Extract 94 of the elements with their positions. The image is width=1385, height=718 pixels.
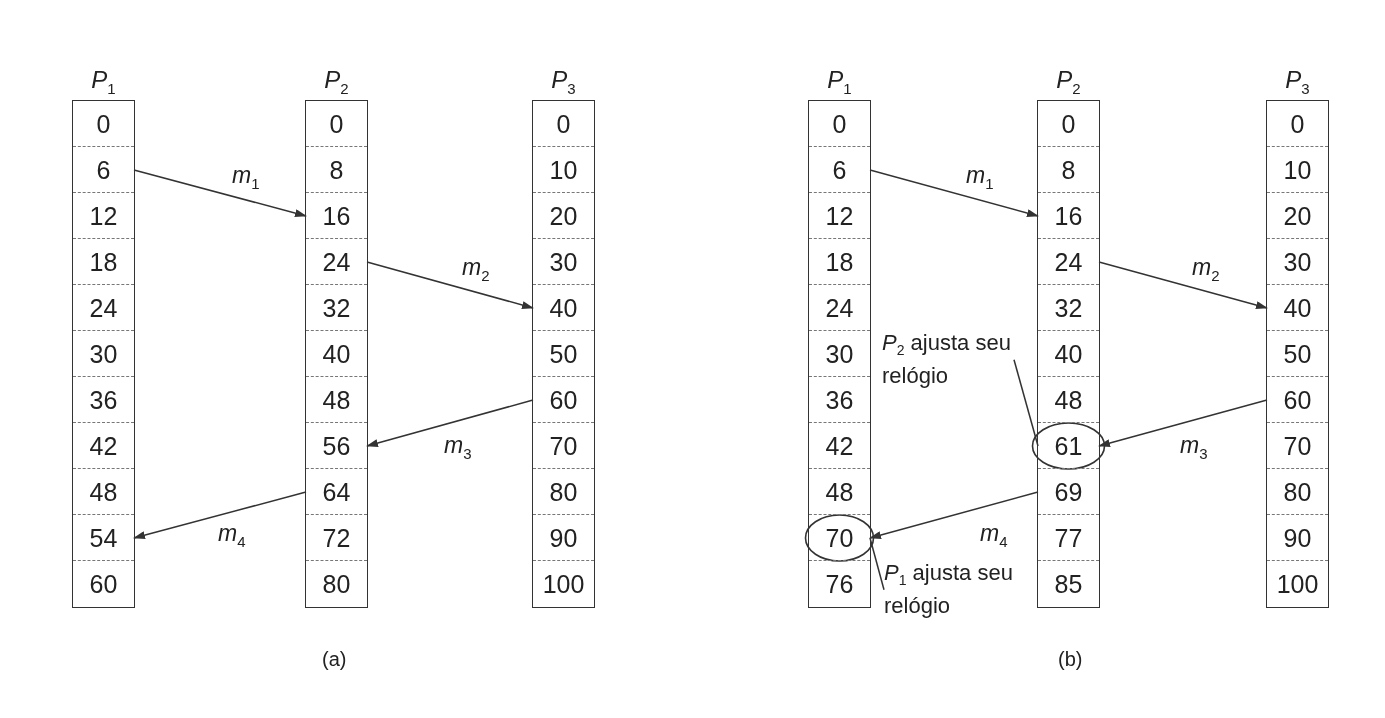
clock-value: 20 [1267, 193, 1328, 239]
clock-value: 100 [1267, 561, 1328, 607]
clock-value: 32 [306, 285, 367, 331]
clock-value: 10 [533, 147, 594, 193]
process-label: P$_{1}$ [826, 65, 853, 99]
clock-value: 30 [533, 239, 594, 285]
clock-value: 61 [1038, 423, 1099, 469]
message-arrow [133, 491, 307, 539]
clock-value: 10 [1267, 147, 1328, 193]
edge-label: m$_{4}$ [980, 520, 1008, 550]
clock-value: 18 [809, 239, 870, 285]
clock-value: 48 [306, 377, 367, 423]
clock-value: 0 [1267, 101, 1328, 147]
clock-value: 16 [1038, 193, 1099, 239]
process-label: P$_{2}$ [323, 65, 350, 99]
clock-value: 12 [809, 193, 870, 239]
clock-value: 12 [73, 193, 134, 239]
message-arrow [366, 261, 534, 309]
clock-value: 72 [306, 515, 367, 561]
clock-value: 56 [306, 423, 367, 469]
annotation-text: P$_{1}$ ajusta seu relógio [884, 560, 1016, 620]
clock-value: 24 [306, 239, 367, 285]
panel-caption: (b) [1058, 648, 1083, 671]
clock-value: 50 [1267, 331, 1328, 377]
clock-value: 32 [1038, 285, 1099, 331]
clock-value: 36 [73, 377, 134, 423]
clock-value: 54 [73, 515, 134, 561]
clock-value: 70 [809, 515, 870, 561]
clock-value: 16 [306, 193, 367, 239]
clock-value: 30 [809, 331, 870, 377]
clock-value: 60 [1267, 377, 1328, 423]
clock-value: 42 [73, 423, 134, 469]
clock-value: 24 [1038, 239, 1099, 285]
clock-value: 6 [809, 147, 870, 193]
clock-value: 80 [306, 561, 367, 607]
message-arrow [869, 491, 1039, 539]
clock-value: 90 [533, 515, 594, 561]
clock-value: 60 [73, 561, 134, 607]
clock-value: 70 [533, 423, 594, 469]
message-arrow [1098, 399, 1268, 447]
panel-caption: (a) [322, 648, 347, 671]
clock-value: 30 [73, 331, 134, 377]
clock-value: 40 [1267, 285, 1328, 331]
edge-label: m$_{4}$ [218, 520, 246, 550]
process-label: P$_{3}$ [550, 65, 577, 99]
message-arrow [133, 169, 307, 217]
clock-value: 69 [1038, 469, 1099, 515]
clock-value: 60 [533, 377, 594, 423]
clock-value: 70 [1267, 423, 1328, 469]
clock-value: 0 [1038, 101, 1099, 147]
clock-value: 48 [1038, 377, 1099, 423]
edge-label: m$_{2}$ [462, 254, 490, 284]
clock-value: 48 [809, 469, 870, 515]
edge-label: m$_{1}$ [966, 162, 994, 192]
leader-line [1013, 358, 1039, 447]
clock-value: 0 [73, 101, 134, 147]
edge-label: m$_{1}$ [232, 162, 260, 192]
clock-value: 42 [809, 423, 870, 469]
clock-value: 40 [1038, 331, 1099, 377]
clock-value: 20 [533, 193, 594, 239]
clock-value: 50 [533, 331, 594, 377]
clock-value: 8 [1038, 147, 1099, 193]
message-arrow [366, 399, 534, 447]
clock-value: 24 [73, 285, 134, 331]
clock-value: 90 [1267, 515, 1328, 561]
clock-value: 40 [533, 285, 594, 331]
process-label: P$_{2}$ [1055, 65, 1082, 99]
message-arrow [1098, 261, 1268, 309]
clock-value: 6 [73, 147, 134, 193]
message-arrow [869, 169, 1039, 217]
clock-value: 64 [306, 469, 367, 515]
edge-label: m$_{3}$ [1180, 432, 1208, 462]
clock-value: 0 [809, 101, 870, 147]
clock-value: 0 [533, 101, 594, 147]
clock-value: 100 [533, 561, 594, 607]
edge-label: m$_{3}$ [444, 432, 472, 462]
clock-value: 77 [1038, 515, 1099, 561]
clock-value: 30 [1267, 239, 1328, 285]
clock-value: 0 [306, 101, 367, 147]
leader-line [869, 537, 885, 591]
clock-value: 18 [73, 239, 134, 285]
clock-value: 24 [809, 285, 870, 331]
clock-value: 85 [1038, 561, 1099, 607]
clock-value: 8 [306, 147, 367, 193]
clock-value: 48 [73, 469, 134, 515]
clock-value: 80 [533, 469, 594, 515]
edge-label: m$_{2}$ [1192, 254, 1220, 284]
annotation-text: P$_{2}$ ajusta seu relógio [882, 330, 1014, 390]
clock-value: 80 [1267, 469, 1328, 515]
process-label: P$_{3}$ [1284, 65, 1311, 99]
clock-value: 40 [306, 331, 367, 377]
process-label: P$_{1}$ [90, 65, 117, 99]
clock-value: 76 [809, 561, 870, 607]
clock-value: 36 [809, 377, 870, 423]
